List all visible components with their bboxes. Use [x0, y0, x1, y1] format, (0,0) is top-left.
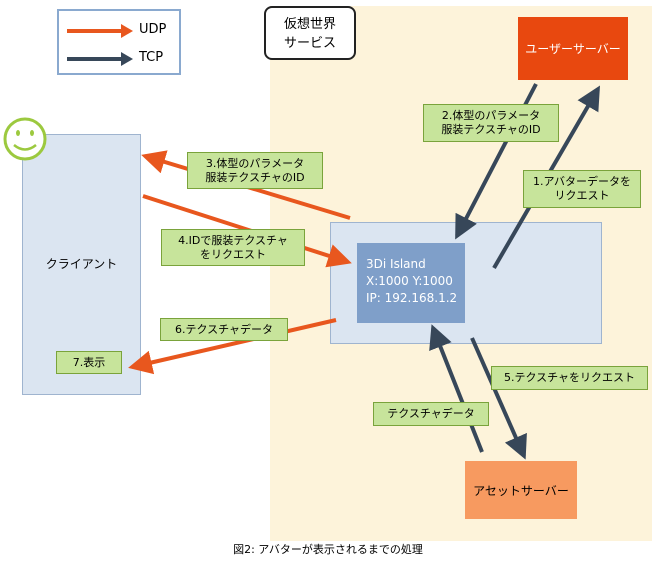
- step7-text: 7.表示: [72, 355, 106, 369]
- step4-label: 4.IDで服装テクスチャ をリクエスト: [161, 229, 305, 266]
- user-server-box: ユーザーサーバー: [518, 17, 628, 80]
- island-box: 3Di Island X:1000 Y:1000 IP: 192.168.1.2: [357, 243, 465, 323]
- legend: UDP TCP: [57, 9, 181, 75]
- udp-arrowhead-icon: [121, 24, 133, 38]
- step3-line1: 3.体型のパラメータ: [205, 156, 305, 170]
- step2-line2: 服装テクスチャのID: [441, 123, 541, 136]
- asset-server-label: アセットサーバー: [473, 483, 569, 498]
- legend-udp: UDP: [67, 20, 179, 40]
- legend-tcp-label: TCP: [139, 50, 164, 65]
- island-name: 3Di Island: [366, 257, 426, 271]
- step5-text: 5.テクスチャをリクエスト: [503, 371, 636, 384]
- user-server-label: ユーザーサーバー: [525, 42, 621, 56]
- step3-line2: 服装テクスチャのID: [205, 170, 305, 184]
- texture-data-label: テクスチャデータ: [373, 402, 489, 426]
- legend-udp-label: UDP: [139, 22, 167, 37]
- arrow-request-texture: [470, 337, 527, 460]
- texture-data-text: テクスチャデータ: [387, 407, 475, 420]
- step6-text: 6.テクスチャデータ: [174, 322, 274, 336]
- step1-label: 1.アバターデータを リクエスト: [523, 170, 641, 208]
- step4-line2: をリクエスト: [200, 247, 266, 261]
- tcp-arrowhead-icon: [121, 52, 133, 66]
- step1-line2: リクエスト: [554, 189, 610, 202]
- step7-label: 7.表示: [56, 351, 122, 374]
- step2-label: 2.体型のパラメータ 服装テクスチャのID: [423, 104, 559, 142]
- step4-line1: 4.IDで服装テクスチャ: [178, 233, 288, 247]
- virtual-world-label-line2: サービス: [283, 36, 336, 51]
- client-label: クライアント: [45, 257, 118, 271]
- step6-label: 6.テクスチャデータ: [160, 318, 288, 341]
- tcp-line-swatch: [67, 57, 123, 61]
- step2-line1: 2.体型のパラメータ: [441, 109, 541, 122]
- island-coords: X:1000 Y:1000: [366, 274, 453, 288]
- virtual-world-label-line1: 仮想世界: [283, 17, 336, 32]
- figure-caption: 図2: アバターが表示されるまでの処理: [233, 543, 423, 556]
- asset-server-box: アセットサーバー: [465, 461, 577, 519]
- udp-line-swatch: [67, 29, 123, 33]
- step5-label: 5.テクスチャをリクエスト: [491, 366, 648, 390]
- legend-tcp: TCP: [67, 48, 179, 68]
- step1-line1: 1.アバターデータを: [532, 175, 632, 188]
- island-ip: IP: 192.168.1.2: [366, 291, 458, 305]
- virtual-world-label: 仮想世界 サービス: [264, 6, 356, 60]
- step3-label: 3.体型のパラメータ 服装テクスチャのID: [187, 152, 323, 189]
- arrow-texture-to-client: [128, 318, 337, 375]
- smiley-face-icon: [3, 117, 47, 161]
- arrow-texture-data: [429, 324, 484, 453]
